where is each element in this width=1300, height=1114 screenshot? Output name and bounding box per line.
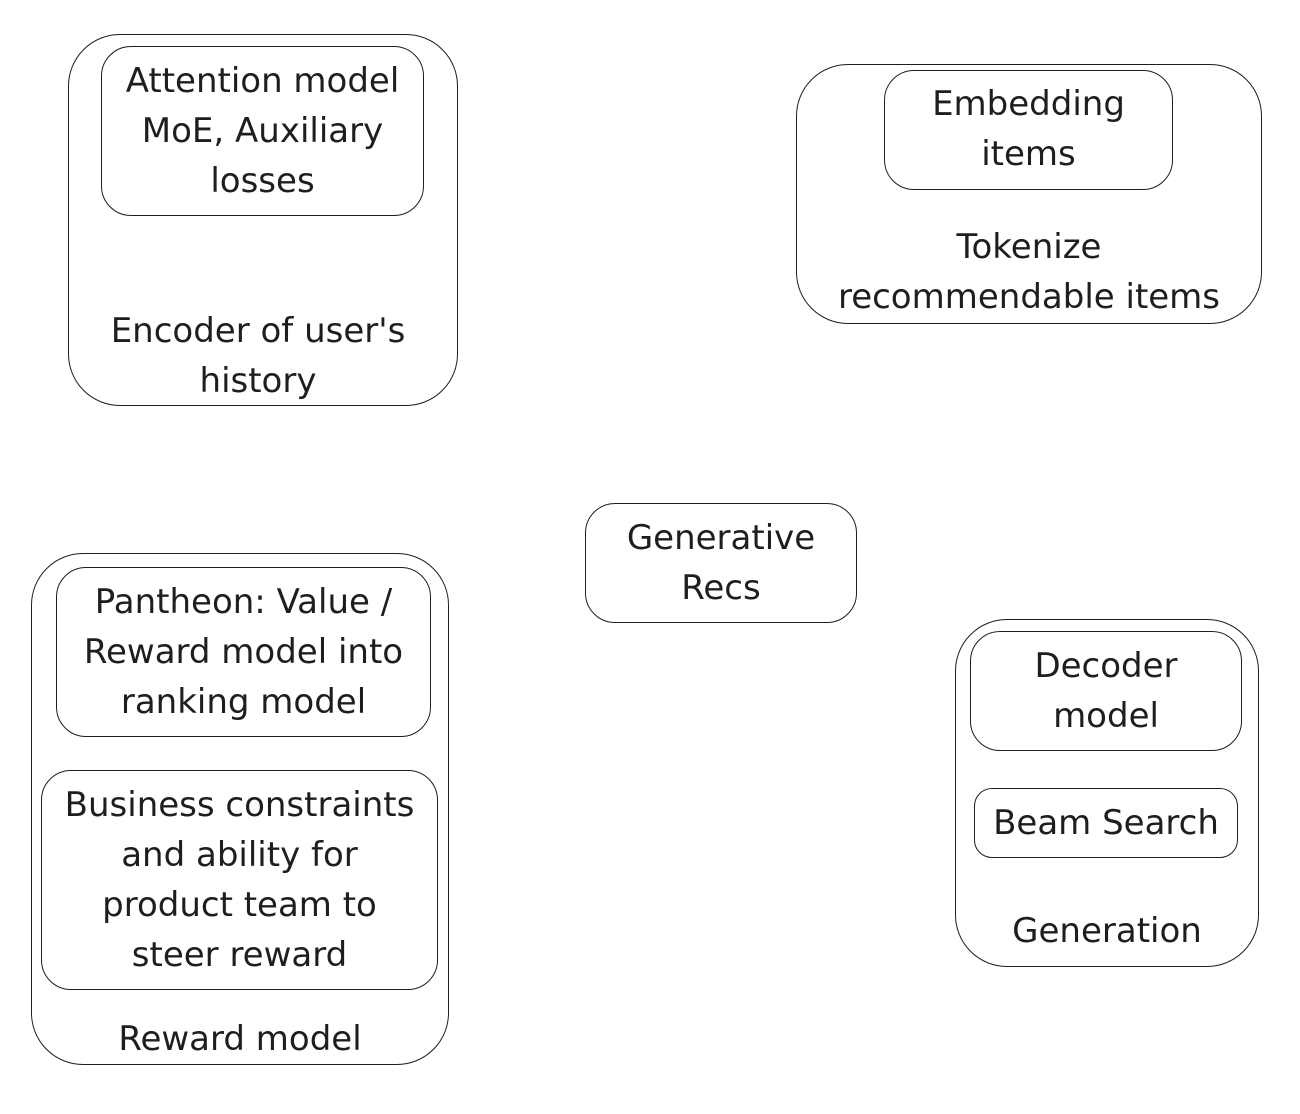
pantheon-line-2: Reward model into bbox=[83, 632, 404, 672]
attention-model-box bbox=[101, 46, 424, 216]
reward-model-group bbox=[31, 553, 449, 1065]
tokenize-group bbox=[796, 64, 1262, 324]
embedding-items-text: Embedding items bbox=[884, 79, 1173, 179]
decoder-model-line-2: model bbox=[1053, 696, 1159, 736]
business-constraints-line-2: and ability for bbox=[121, 835, 358, 875]
beam-search-text: Beam Search bbox=[993, 803, 1219, 843]
beam-search-box bbox=[974, 788, 1238, 858]
pantheon-line-1: Pantheon: Value / bbox=[94, 582, 393, 622]
attention-model-line-1: Attention model bbox=[125, 61, 400, 101]
pantheon-line-3: ranking model bbox=[120, 682, 367, 722]
attention-model-line-2: MoE, Auxiliary bbox=[141, 111, 384, 151]
business-constraints-line-3: product team to bbox=[102, 885, 377, 925]
encoder-group-label: Encoder of user's history bbox=[68, 306, 448, 406]
pantheon-box bbox=[56, 567, 431, 737]
generation-label: Generation bbox=[1012, 911, 1202, 951]
tokenize-label-line-2: recommendable items bbox=[837, 277, 1221, 317]
generative-recs-box bbox=[585, 503, 857, 623]
decoder-model-text: Decoder model bbox=[970, 641, 1242, 741]
reward-model-label: Reward model bbox=[118, 1019, 362, 1059]
decoder-model-line-1: Decoder bbox=[1034, 646, 1178, 686]
encoder-group bbox=[68, 34, 458, 406]
generative-recs-line-2: Recs bbox=[681, 568, 761, 608]
attention-model-text: Attention model MoE, Auxiliary losses bbox=[101, 56, 424, 206]
business-constraints-line-4: steer reward bbox=[131, 935, 348, 975]
embedding-items-line-1: Embedding bbox=[932, 84, 1125, 124]
encoder-label-line-2: history bbox=[199, 361, 317, 401]
encoder-label-line-1: Encoder of user's bbox=[110, 311, 406, 351]
generation-group bbox=[955, 619, 1259, 967]
business-constraints-box bbox=[41, 770, 438, 990]
attention-model-line-3: losses bbox=[210, 161, 315, 201]
embedding-items-box bbox=[884, 70, 1173, 190]
pantheon-text: Pantheon: Value / Reward model into rank… bbox=[56, 577, 431, 727]
business-constraints-line-1: Business constraints bbox=[64, 785, 415, 825]
business-constraints-text: Business constraints and ability for pro… bbox=[41, 780, 438, 980]
tokenize-group-label: Tokenize recommendable items bbox=[796, 222, 1262, 322]
tokenize-label-line-1: Tokenize bbox=[956, 227, 1102, 267]
generative-recs-text: Generative Recs bbox=[585, 513, 857, 613]
decoder-model-box bbox=[970, 631, 1242, 751]
embedding-items-line-2: items bbox=[981, 134, 1076, 174]
generative-recs-line-1: Generative bbox=[626, 518, 816, 558]
